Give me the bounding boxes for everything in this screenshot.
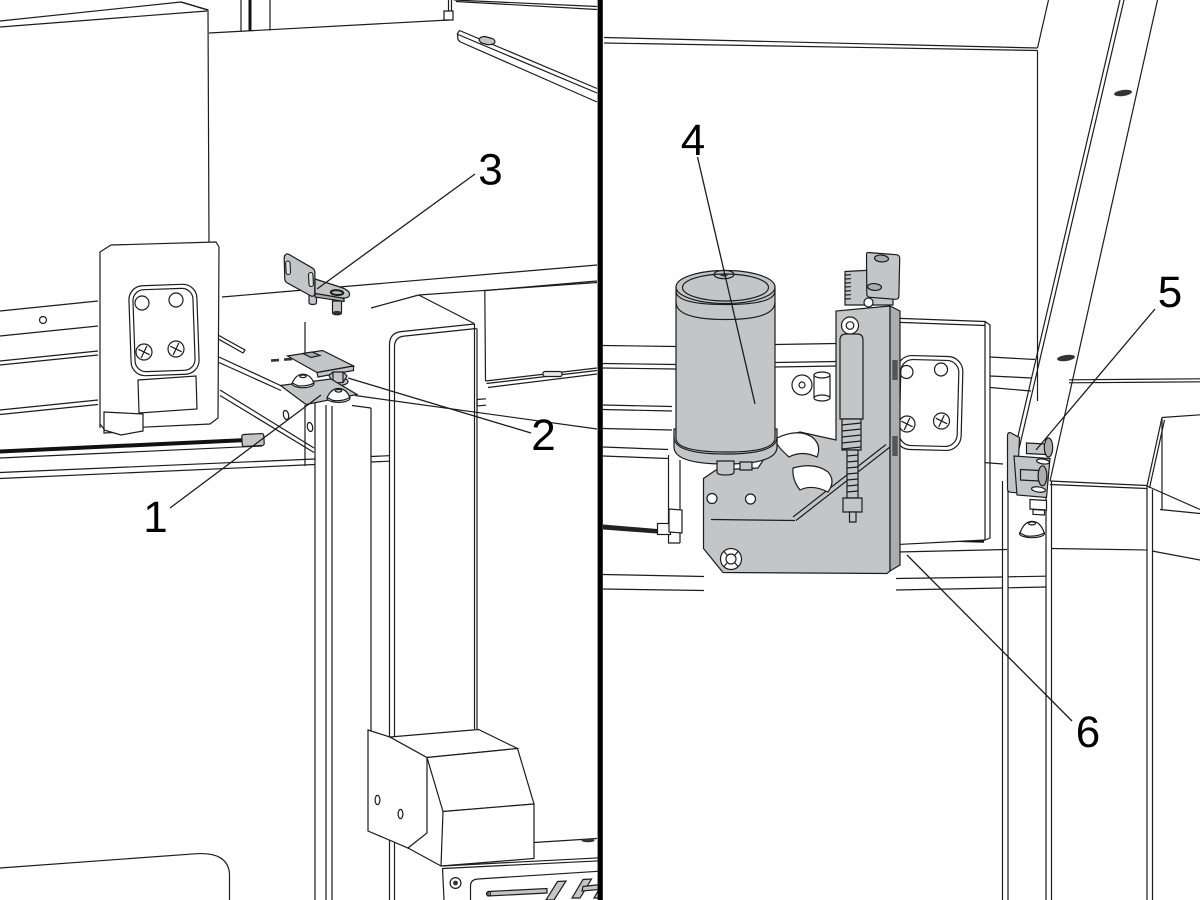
svg-text:4: 4 [681,116,705,165]
svg-text:5: 5 [1158,268,1182,317]
svg-text:6: 6 [1076,708,1100,757]
svg-text:2: 2 [531,411,555,460]
svg-text:1: 1 [143,493,167,542]
svg-text:3: 3 [478,146,502,195]
